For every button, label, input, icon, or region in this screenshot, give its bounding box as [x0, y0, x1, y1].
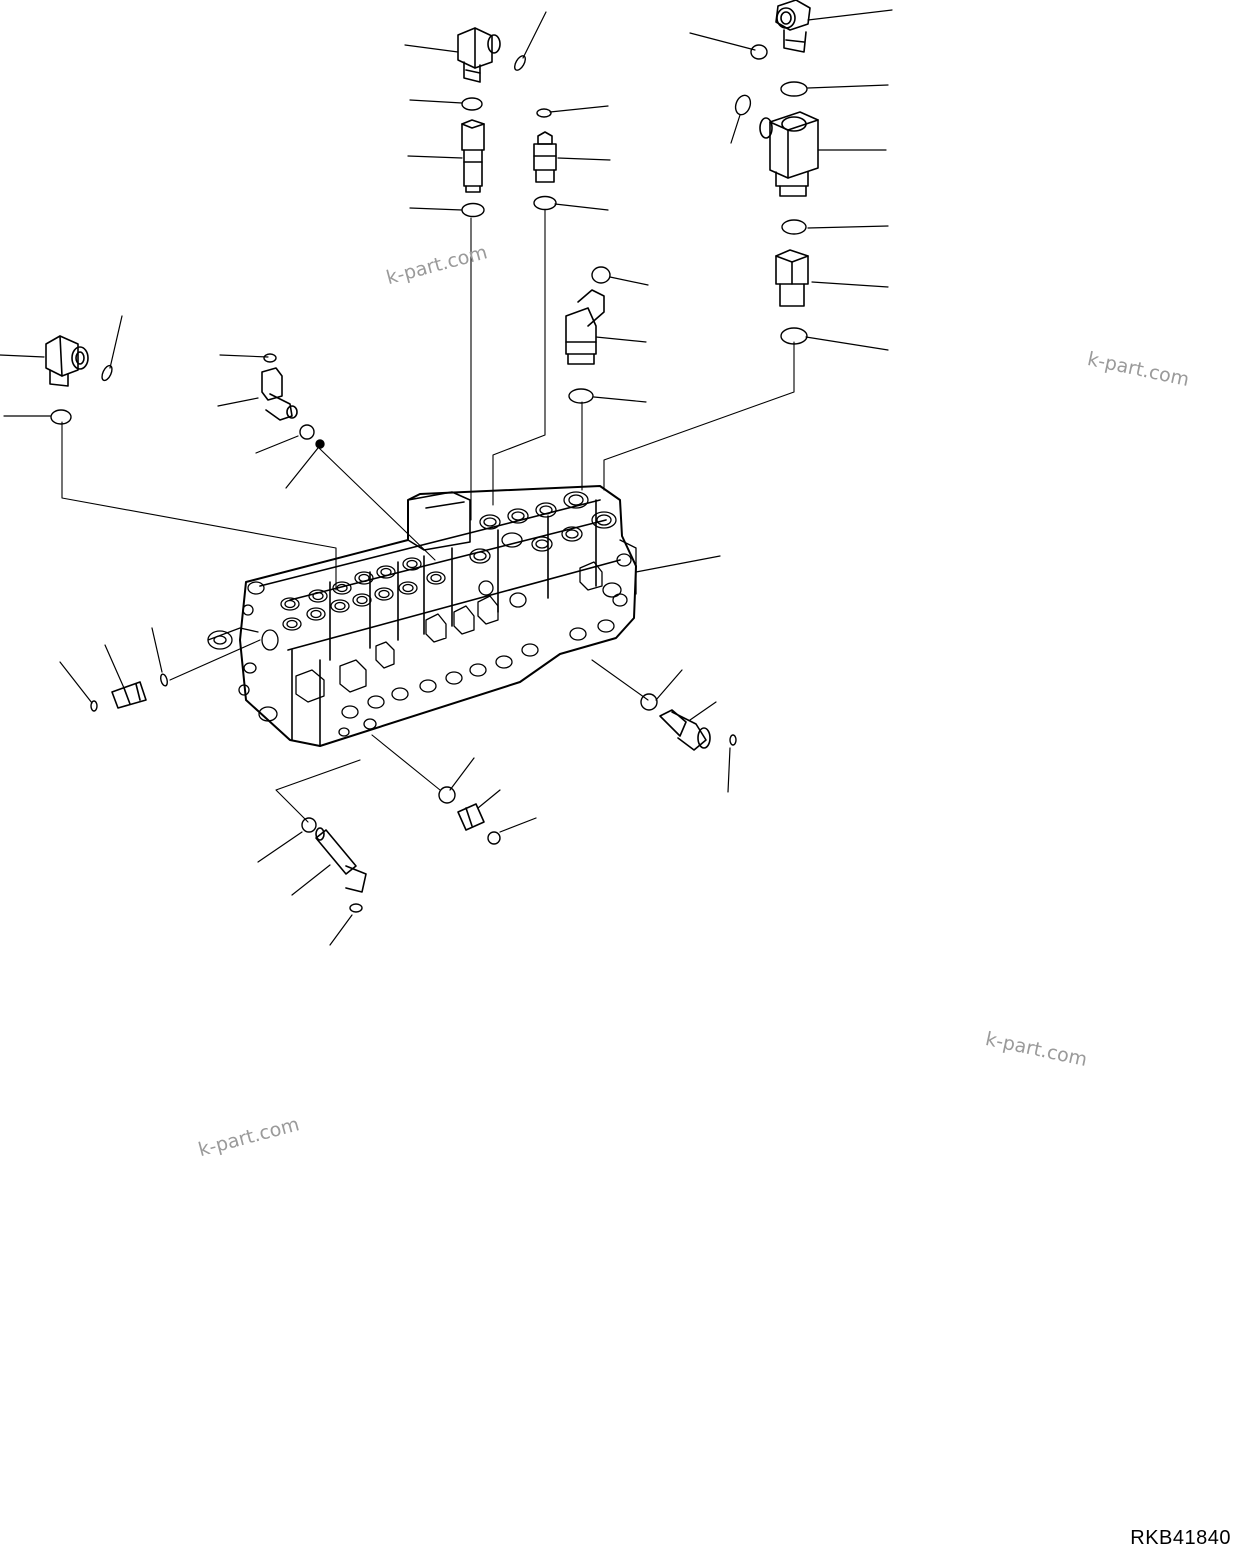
fitting-straight-long: [461, 119, 485, 193]
fitting-small-elbow: [261, 367, 298, 421]
fitting-45-elbow-center: [565, 289, 605, 365]
leader-lines: [0, 9, 893, 946]
connection-lines: [61, 209, 795, 823]
o-rings: [50, 44, 808, 913]
control-valve-assembly: [207, 485, 637, 747]
fitting-straight-short: [533, 131, 557, 183]
fitting-long-elbow-bottom: [315, 827, 367, 893]
fitting-elbow-left: [45, 335, 89, 387]
plug-left: [111, 681, 147, 709]
fitting-elbow-top-right: [775, 0, 811, 53]
fitting-elbow-top-center: [457, 27, 501, 83]
fitting-45-elbow-right: [659, 709, 711, 751]
plug-small-bottom: [457, 803, 485, 831]
fitting-nut-right: [775, 249, 809, 307]
drawing-code-label: RKB41840: [1130, 1527, 1231, 1549]
adapter-block-right: [759, 111, 819, 197]
